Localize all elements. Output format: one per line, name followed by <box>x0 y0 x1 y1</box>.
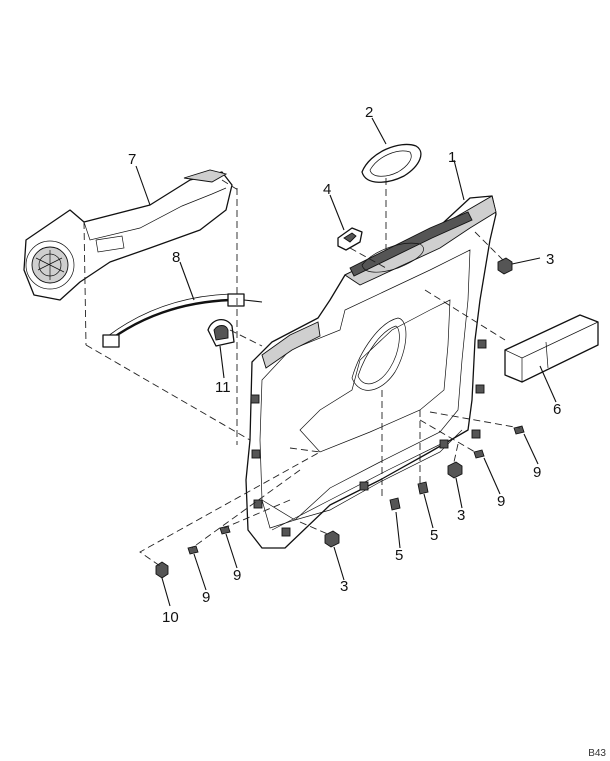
callout-9-right: 9 <box>497 493 505 510</box>
callout-5-right: 5 <box>430 527 438 544</box>
tweeter-bracket <box>207 319 235 347</box>
switch-part <box>337 227 363 251</box>
callout-4: 4 <box>323 181 331 198</box>
alignment-lines <box>83 178 521 567</box>
callout-10: 10 <box>162 609 179 626</box>
callout-8: 8 <box>172 249 180 266</box>
callout-labels: 1 2 3 3 3 4 5 5 6 7 8 9 9 9 9 10 11 <box>128 104 561 626</box>
callout-5-left: 5 <box>395 547 403 564</box>
callout-9-far-right: 9 <box>533 464 541 481</box>
door-trim-panel <box>245 195 497 549</box>
callout-7: 7 <box>128 151 136 168</box>
cable-harness <box>102 293 263 348</box>
callout-9-left: 9 <box>233 567 241 584</box>
trim-pad <box>504 314 599 383</box>
callout-2: 2 <box>365 104 373 121</box>
handle-bezel <box>361 143 422 183</box>
callout-3-right: 3 <box>546 251 554 268</box>
callout-1: 1 <box>448 149 456 166</box>
callout-3-bottom: 3 <box>340 578 348 595</box>
diagram-code: B43 <box>588 748 606 759</box>
callout-3-middle: 3 <box>457 507 465 524</box>
callout-6: 6 <box>553 401 561 418</box>
leader-lines <box>135 117 557 607</box>
upper-trim-speaker <box>23 169 233 301</box>
callout-9-far-left: 9 <box>202 589 210 606</box>
fasteners <box>155 257 525 579</box>
callout-11: 11 <box>215 379 231 396</box>
